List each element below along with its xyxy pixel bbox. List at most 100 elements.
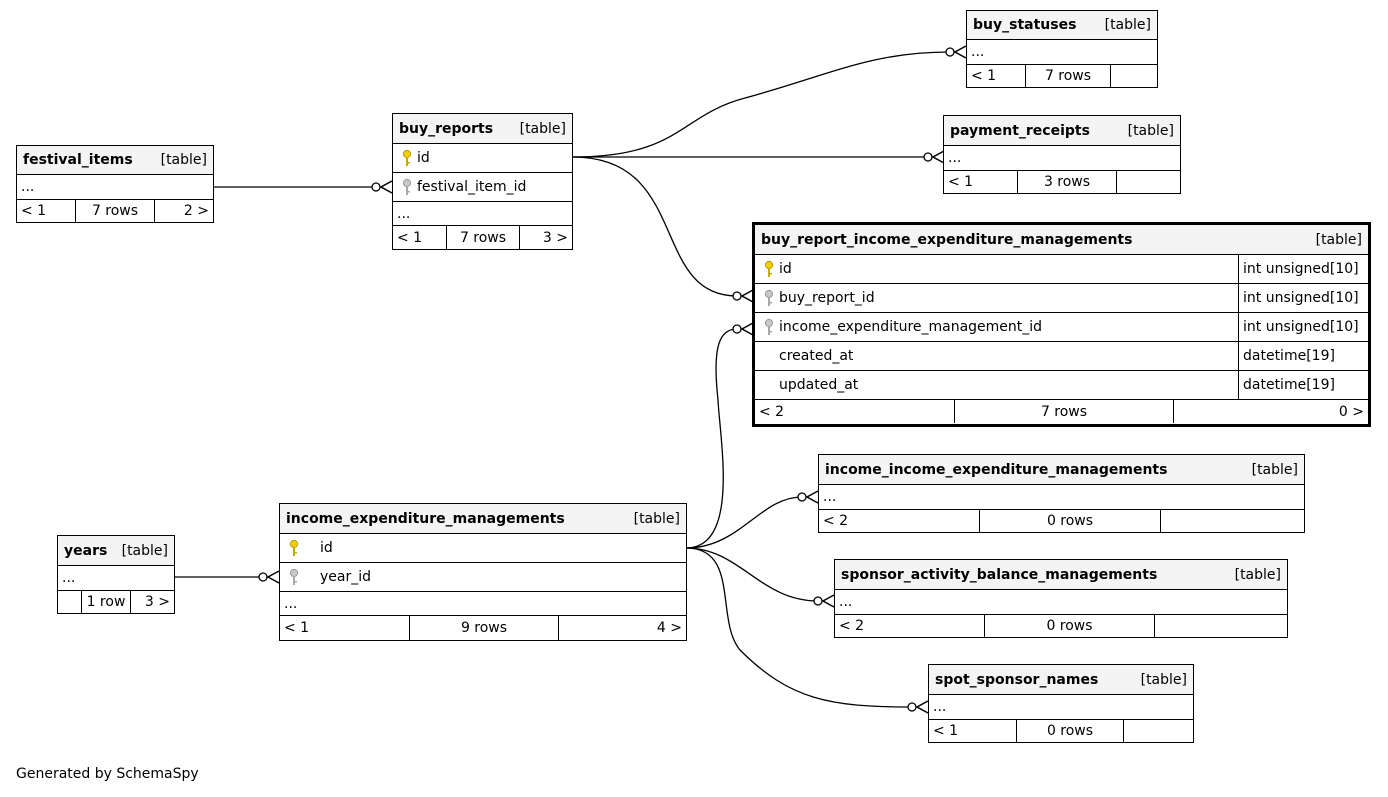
- parents-link[interactable]: < 2: [823, 513, 849, 529]
- column-row[interactable]: income_expenditure_management_id int uns…: [755, 313, 1368, 342]
- table-type: [table]: [1315, 231, 1362, 248]
- row-count: 0 rows: [984, 615, 1155, 637]
- columns-ellipsis: ...: [17, 175, 213, 200]
- children-link[interactable]: 3 >: [542, 229, 568, 246]
- parents-link[interactable]: < 2: [759, 403, 785, 420]
- children-link[interactable]: [1161, 510, 1304, 532]
- parents-link[interactable]: < 1: [933, 723, 959, 739]
- table-years[interactable]: years [table] ... 1 row 3 >: [57, 535, 175, 614]
- children-link[interactable]: 3 >: [144, 594, 170, 610]
- primary-key-icon: [397, 149, 417, 167]
- column-name: id: [779, 261, 792, 277]
- column-row[interactable]: updated_at datetime[19]: [755, 371, 1368, 400]
- foreign-key-icon: [759, 318, 779, 336]
- table-type: [table]: [1251, 461, 1298, 478]
- table-name[interactable]: buy_reports: [399, 120, 494, 137]
- column-row[interactable]: id int unsigned[10]: [755, 255, 1368, 284]
- foreign-key-icon: [397, 178, 417, 196]
- column-type: int unsigned[10]: [1238, 313, 1368, 341]
- table-sponsor-activity-balance-managements[interactable]: sponsor_activity_balance_managements [ta…: [834, 559, 1288, 638]
- column-name: festival_item_id: [417, 179, 527, 195]
- column-type: int unsigned[10]: [1238, 255, 1368, 283]
- columns-ellipsis: ...: [58, 566, 174, 591]
- table-festival-items[interactable]: festival_items [table] ... < 1 7 rows 2 …: [16, 145, 214, 223]
- row-count: 3 rows: [1017, 171, 1117, 193]
- row-count: 7 rows: [75, 200, 155, 222]
- children-link[interactable]: 4 >: [656, 620, 682, 636]
- foreign-key-icon: [759, 289, 779, 307]
- columns-ellipsis: ...: [280, 592, 686, 616]
- table-buy-statuses[interactable]: buy_statuses [table] ... < 1 7 rows: [966, 10, 1158, 88]
- parents-link[interactable]: < 1: [284, 620, 310, 636]
- edge-iem-sponsor: [685, 547, 819, 602]
- column-name: buy_report_id: [779, 290, 875, 306]
- table-name[interactable]: sponsor_activity_balance_managements: [841, 566, 1158, 583]
- table-spot-sponsor-names[interactable]: spot_sponsor_names [table] ... < 1 0 row…: [928, 664, 1194, 743]
- column-row[interactable]: buy_report_id int unsigned[10]: [755, 284, 1368, 313]
- columns-ellipsis: ...: [393, 202, 572, 226]
- column-name: id: [417, 150, 430, 166]
- edge-iem-income-income: [685, 496, 803, 549]
- children-link[interactable]: [1111, 65, 1157, 87]
- table-type: [table]: [1104, 17, 1151, 33]
- column-row[interactable]: year_id: [280, 563, 686, 592]
- column-name: income_expenditure_management_id: [779, 319, 1043, 335]
- table-buy-reports[interactable]: buy_reports [table] id festival_item_id …: [392, 113, 573, 250]
- column-type: datetime[19]: [1238, 371, 1368, 399]
- table-name[interactable]: buy_report_income_expenditure_management…: [761, 231, 1133, 248]
- table-income-income-expenditure-managements[interactable]: income_income_expenditure_managements [t…: [818, 454, 1305, 533]
- parents-link[interactable]: < 1: [948, 174, 974, 190]
- row-count: 7 rows: [1025, 65, 1111, 87]
- primary-key-icon: [284, 539, 304, 557]
- children-link[interactable]: 2 >: [183, 203, 209, 219]
- table-type: [table]: [1127, 122, 1174, 139]
- table-name[interactable]: years: [64, 542, 108, 559]
- column-type: int unsigned[10]: [1238, 284, 1368, 312]
- column-row[interactable]: created_at datetime[19]: [755, 342, 1368, 371]
- children-link[interactable]: 0 >: [1338, 403, 1364, 420]
- table-buy-report-income-expenditure-managements[interactable]: buy_report_income_expenditure_management…: [752, 222, 1371, 427]
- columns-ellipsis: ...: [835, 590, 1287, 615]
- table-type: [table]: [160, 152, 207, 168]
- foreign-key-icon: [284, 568, 304, 586]
- table-name[interactable]: buy_statuses: [973, 17, 1077, 33]
- table-type: [table]: [121, 542, 168, 559]
- table-name[interactable]: spot_sponsor_names: [935, 671, 1099, 688]
- table-name[interactable]: festival_items: [23, 152, 133, 168]
- parents-link[interactable]: < 1: [397, 229, 423, 246]
- column-type: datetime[19]: [1238, 342, 1368, 370]
- table-type: [table]: [1234, 566, 1281, 583]
- row-count: 7 rows: [446, 226, 520, 249]
- row-count: 1 row: [81, 591, 131, 613]
- edge-iem-bri: [685, 328, 738, 549]
- generated-by-note: Generated by SchemaSpy: [16, 766, 199, 782]
- table-type: [table]: [519, 120, 566, 137]
- parents-link[interactable]: [58, 591, 81, 613]
- table-type: [table]: [1140, 671, 1187, 688]
- edge-buy-reports-buy-statuses: [572, 51, 951, 158]
- column-row[interactable]: id: [280, 534, 686, 563]
- table-name[interactable]: income_expenditure_managements: [286, 510, 565, 527]
- column-name: updated_at: [779, 377, 859, 393]
- parents-link[interactable]: < 1: [971, 68, 997, 84]
- row-count: 0 rows: [979, 510, 1161, 532]
- table-income-expenditure-managements[interactable]: income_expenditure_managements [table] i…: [279, 503, 687, 641]
- children-link[interactable]: [1155, 615, 1287, 637]
- column-row[interactable]: id: [393, 144, 572, 173]
- children-link[interactable]: [1124, 720, 1193, 742]
- children-link[interactable]: [1117, 171, 1180, 193]
- column-row[interactable]: festival_item_id: [393, 173, 572, 202]
- columns-ellipsis: ...: [929, 695, 1193, 720]
- row-count: 0 rows: [1016, 720, 1124, 742]
- parents-link[interactable]: < 1: [21, 203, 47, 219]
- table-name[interactable]: payment_receipts: [950, 122, 1090, 139]
- table-name[interactable]: income_income_expenditure_managements: [825, 461, 1168, 478]
- columns-ellipsis: ...: [967, 40, 1157, 65]
- table-payment-receipts[interactable]: payment_receipts [table] ... < 1 3 rows: [943, 115, 1181, 194]
- columns-ellipsis: ...: [944, 146, 1180, 171]
- columns-ellipsis: ...: [819, 485, 1304, 510]
- column-name: id: [320, 540, 333, 556]
- parents-link[interactable]: < 2: [839, 618, 865, 634]
- row-count: 7 rows: [954, 400, 1174, 423]
